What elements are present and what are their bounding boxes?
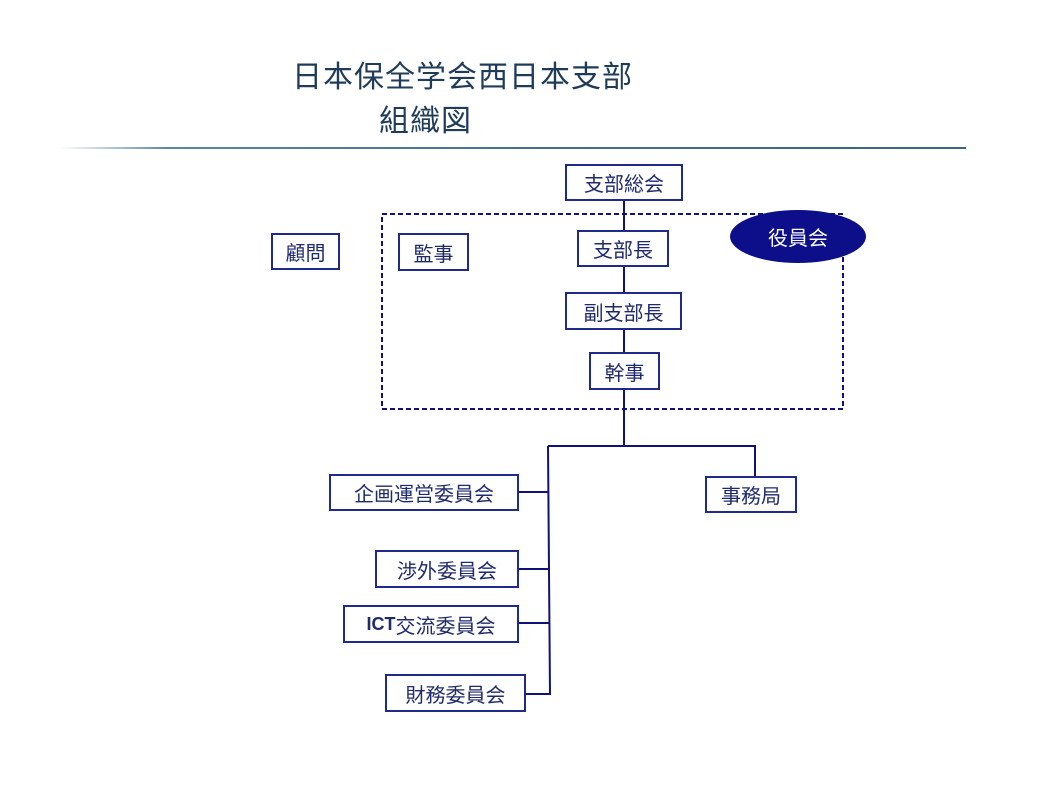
title-divider [60,147,966,149]
finance-committee-label: 財務委員会 [405,682,506,707]
finance-committee-node: 財務委員会 [385,674,526,712]
external-committee-node: 渉外委員会 [375,550,519,588]
general-assembly-node: 支部総会 [565,164,683,201]
officers-council-label: 役員会 [768,226,828,250]
planning-committee-label: 企画運営委員会 [354,482,494,506]
ict-committee-prefix: ICT [366,613,396,634]
general-assembly-label: 支部総会 [584,172,664,196]
page-subtitle: 組織図 [379,104,472,139]
ict-committee-label: 交流委員会 [395,613,496,638]
branch-chief-node: 支部長 [577,230,669,267]
committee-spine-connector [547,445,551,696]
secretary-label: 幹事 [604,360,645,385]
branch-chief-label: 支部長 [593,238,653,262]
secretariat-node: 事務局 [705,476,797,513]
secretary-node: 幹事 [589,352,660,390]
secretariat-label: 事務局 [721,484,781,508]
officers-council-node: 役員会 [730,210,866,263]
external-committee-label: 渉外委員会 [397,558,497,583]
deputy-chief-node: 副支部長 [565,292,682,330]
planning-committee-node: 企画運営委員会 [329,474,519,511]
deputy-chief-label: 副支部長 [583,300,664,325]
auditor-label: 監事 [413,241,454,266]
page-title: 日本保全学会西日本支部 [292,60,633,95]
auditor-node: 監事 [398,233,469,271]
advisor-label: 顧問 [285,241,326,265]
advisor-node: 顧問 [271,233,340,270]
